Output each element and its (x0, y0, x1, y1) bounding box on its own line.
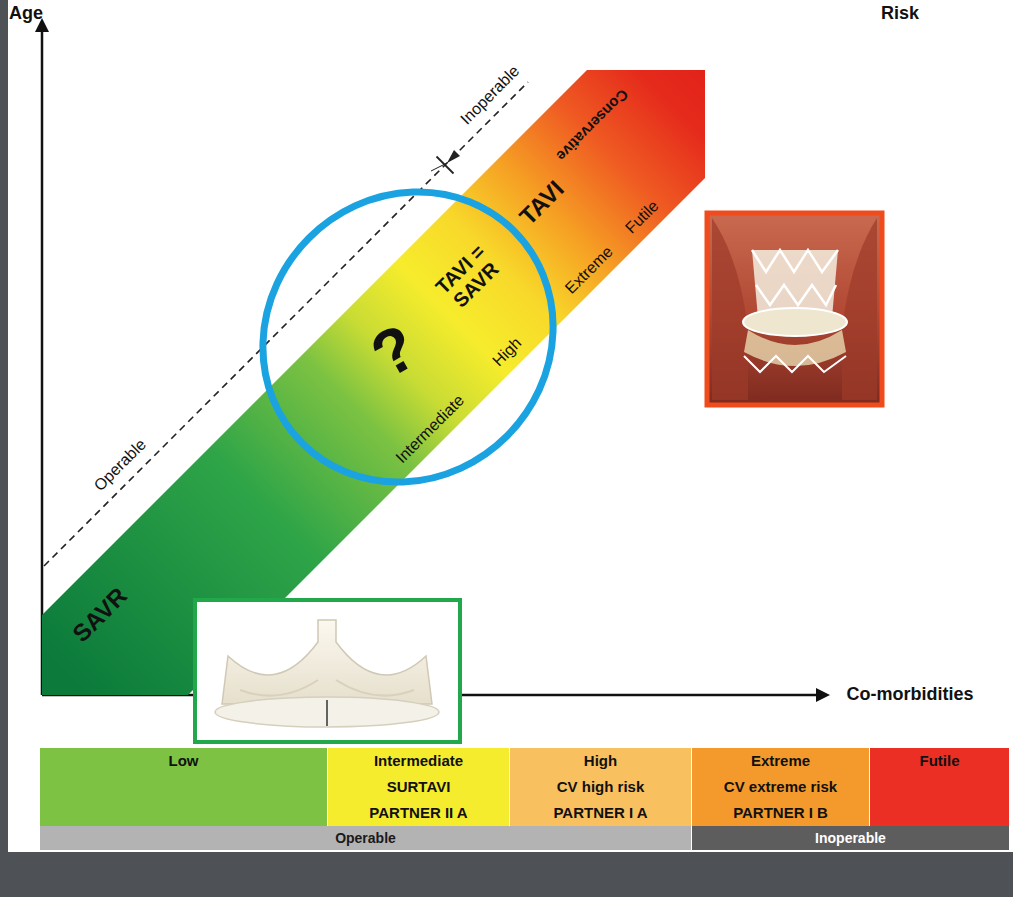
valve-leaflet (743, 308, 847, 336)
table-cell-text: SURTAVI (328, 774, 509, 800)
focus-ellipse (203, 132, 613, 542)
table-cell-text: PARTNER II A (328, 800, 509, 826)
risk-cell: Low (40, 748, 328, 826)
table-cell-text: PARTNER I B (692, 800, 869, 826)
valve-skirt (744, 330, 846, 366)
axis-arrowhead (816, 688, 830, 702)
table-cell-text: Low (40, 748, 327, 774)
slide-panel (8, 0, 1013, 852)
surgical-valve-figure (195, 600, 460, 742)
table-cell-text: PARTNER I A (510, 800, 691, 826)
sewing-ring (215, 697, 439, 727)
table-cell-text: Intermediate (328, 748, 509, 774)
figure-frame (195, 600, 460, 742)
table-cell-text: High (510, 748, 691, 774)
risk-cell: Futile (870, 748, 1010, 826)
stent-lattice (752, 250, 838, 305)
axis-label: Risk (881, 4, 919, 24)
boundary-tick (431, 163, 447, 171)
table-cell-text: CV high risk (510, 774, 691, 800)
figure-frame (707, 213, 882, 405)
ring-marker (326, 700, 328, 726)
table-cell-text: Futile (870, 748, 1009, 774)
operability-bar: Inoperable (692, 826, 1010, 850)
stent-lattice (744, 356, 846, 372)
aortic-wall (712, 218, 748, 400)
axis-label: Age (9, 4, 43, 24)
boundary-arrowhead (447, 150, 460, 163)
table-cell-text: Extreme (692, 748, 869, 774)
valve-stent (222, 620, 432, 704)
axis-label: Co-morbidities (846, 685, 973, 705)
risk-cell: IntermediateSURTAVIPARTNER II A (328, 748, 510, 826)
table-cell-text: Operable (40, 826, 691, 850)
risk-cell: ExtremeCV extreme riskPARTNER I B (692, 748, 870, 826)
table-cell-text: Inoperable (692, 826, 1009, 850)
transcatheter-valve-figure (707, 213, 882, 405)
age-axis (41, 30, 44, 695)
risk-cell: HighCV high riskPARTNER I A (510, 748, 692, 826)
table-cell-text: CV extreme risk (692, 774, 869, 800)
valve-leaflet (240, 680, 414, 696)
aortic-wall (842, 218, 877, 400)
operability-bar: Operable (40, 826, 692, 850)
